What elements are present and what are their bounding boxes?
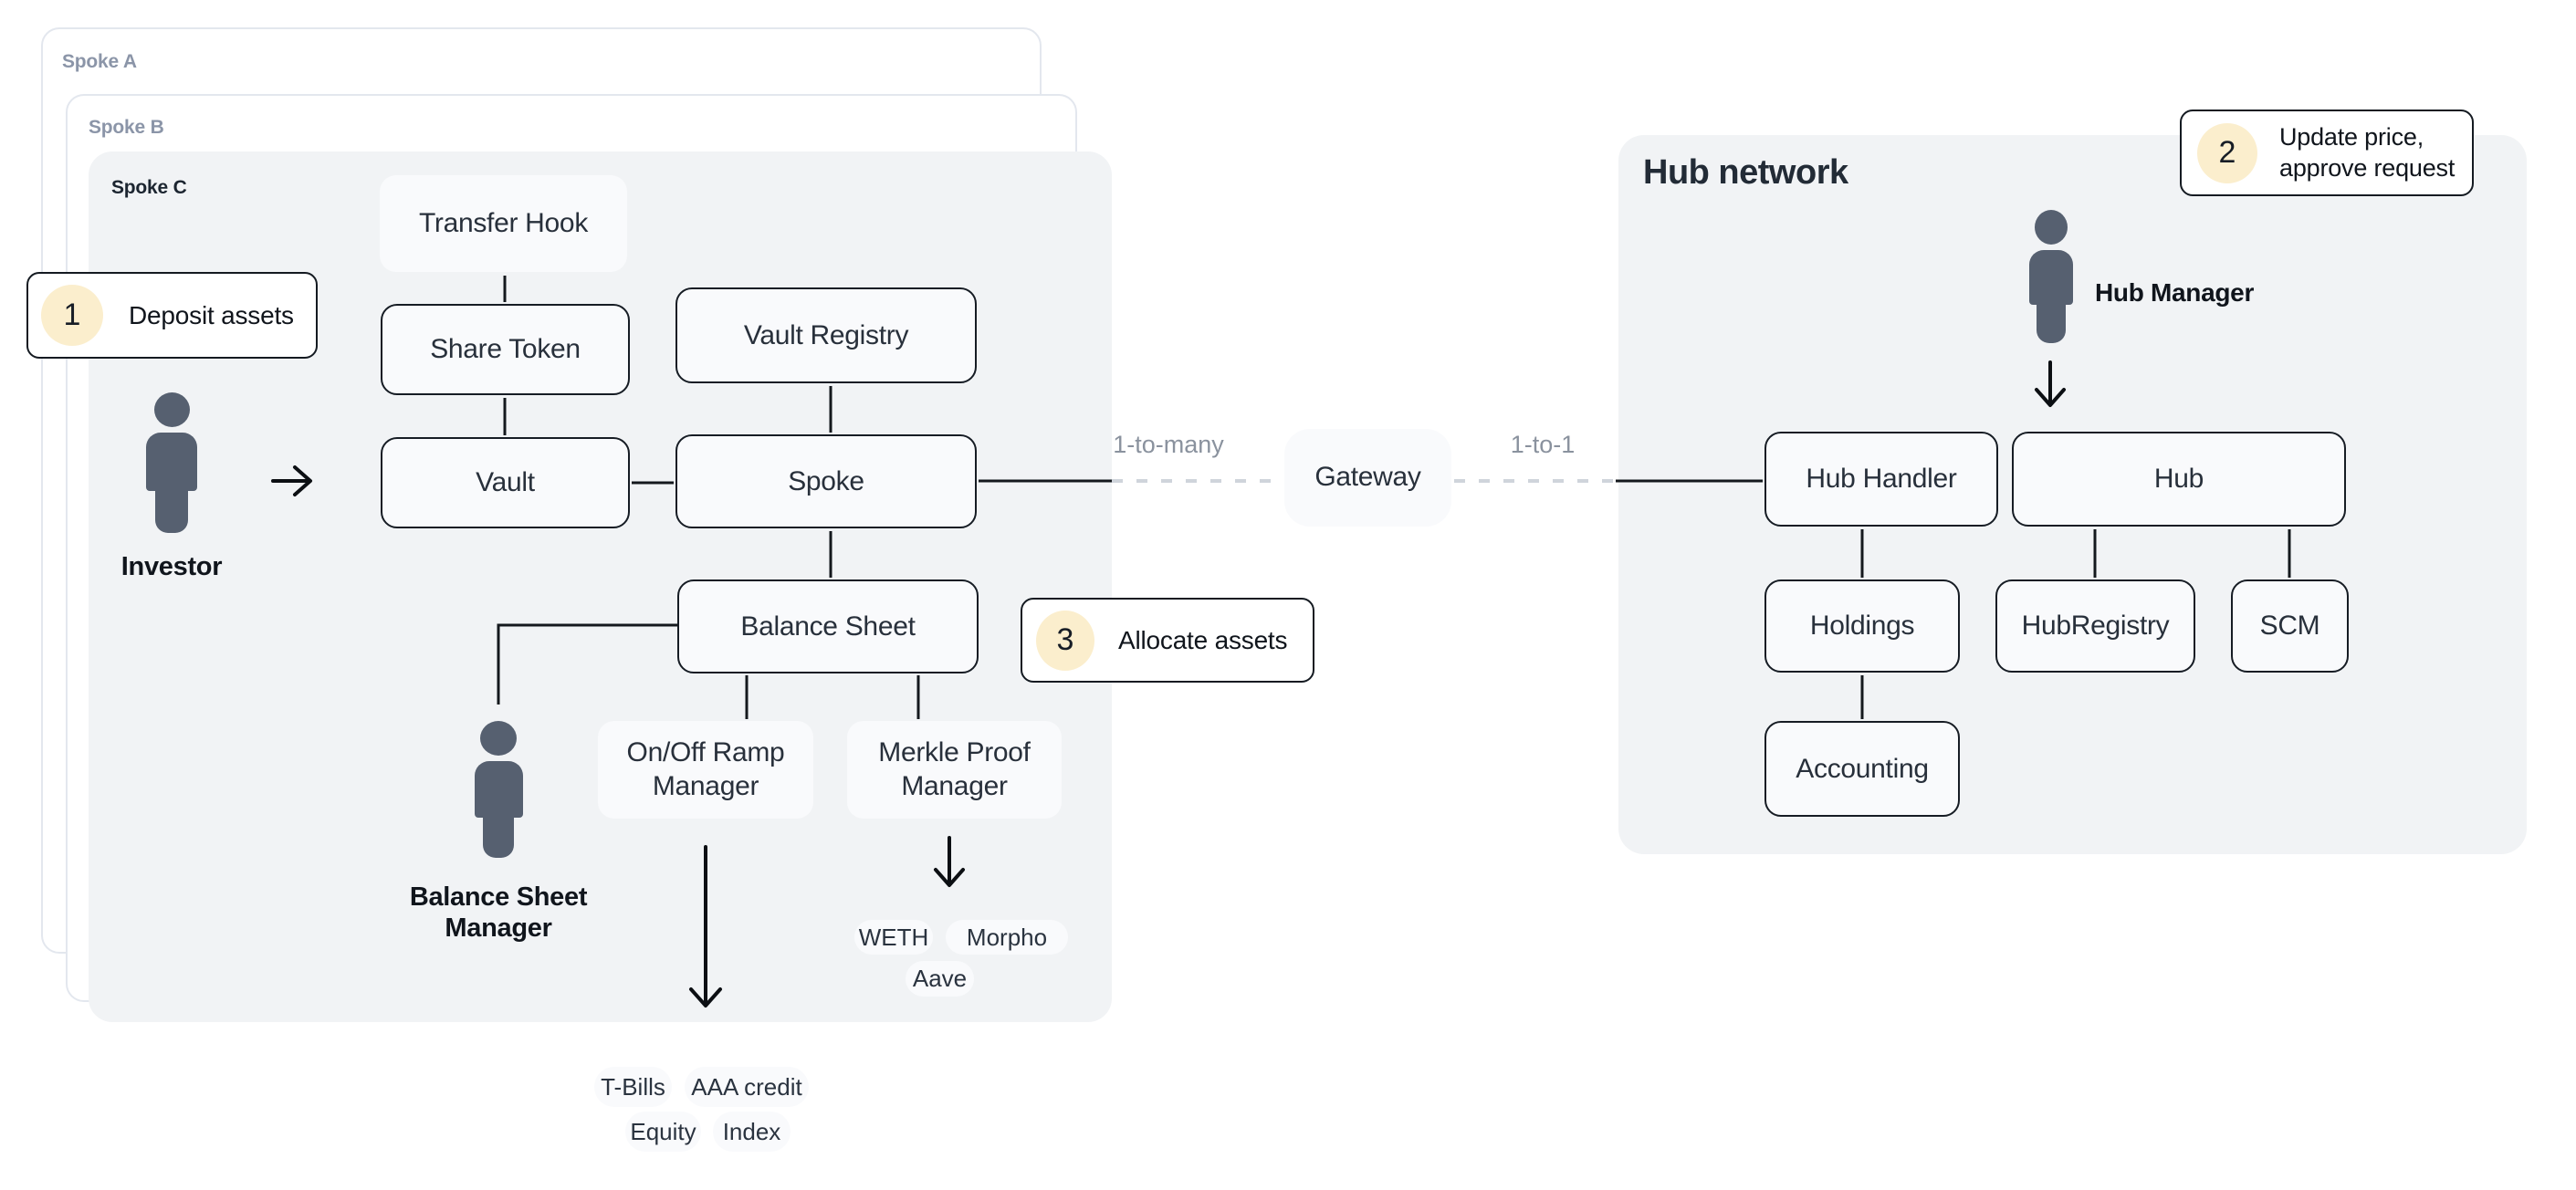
pill-aaa-credit: AAA credit — [685, 1067, 809, 1107]
node-holdings: Holdings — [1764, 579, 1960, 673]
node-hub-registry: HubRegistry — [1995, 579, 2195, 673]
bs-manager-label-line2: Manager — [445, 913, 552, 944]
hub-manager-head — [2035, 210, 2068, 245]
bs-manager-head — [480, 721, 517, 756]
investor-torso — [146, 433, 197, 491]
update-price-line2: approve request — [2279, 153, 2456, 182]
spoke-c-label: Spoke C — [111, 177, 187, 198]
edge-label-one-to-many: 1-to-many — [1113, 431, 1224, 458]
edge-label-one-to-one: 1-to-1 — [1510, 431, 1576, 458]
callout-allocate-assets: 3 Allocate assets — [1021, 598, 1314, 683]
node-gateway: Gateway — [1284, 429, 1451, 527]
merkle-line2: Manager — [901, 770, 1008, 801]
step-2-badge: 2 — [2197, 122, 2257, 183]
node-scm: SCM — [2231, 579, 2349, 673]
node-transfer-hook: Transfer Hook — [380, 175, 627, 272]
node-hub-handler: Hub Handler — [1764, 432, 1998, 527]
balance-sheet-manager-icon — [474, 721, 523, 858]
bs-manager-label-line1: Balance Sheet — [409, 882, 588, 912]
pill-morpho: Morpho — [946, 920, 1068, 955]
deposit-assets-text: Deposit assets — [129, 301, 294, 329]
spoke-b-label: Spoke B — [89, 117, 164, 138]
investor-head — [153, 392, 190, 427]
spoke-a-label: Spoke A — [62, 51, 137, 72]
investor-icon — [145, 392, 198, 533]
node-onoff-ramp-manager: On/Off Ramp Manager — [598, 721, 813, 819]
node-spoke: Spoke — [675, 434, 977, 528]
bs-manager-legs — [483, 818, 514, 858]
investor-legs — [155, 491, 188, 533]
hub-manager-label: Hub Manager — [2095, 278, 2255, 307]
pill-tbills: T-Bills — [594, 1067, 672, 1107]
callout-update-price: 2 Update price, approve request — [2180, 110, 2474, 196]
pill-equity: Equity — [625, 1112, 701, 1152]
node-vault-registry: Vault Registry — [675, 287, 977, 383]
node-balance-sheet: Balance Sheet — [677, 579, 979, 673]
step-3-badge: 3 — [1036, 610, 1094, 671]
pill-index: Index — [713, 1112, 791, 1152]
node-hub: Hub — [2012, 432, 2346, 527]
onoff-line2: Manager — [652, 770, 759, 801]
update-price-line1: Update price, — [2279, 122, 2424, 151]
bs-manager-torso — [474, 761, 523, 818]
hub-manager-legs — [2037, 305, 2066, 343]
investor-label: Investor — [120, 552, 223, 581]
node-accounting: Accounting — [1764, 721, 1960, 817]
callout-deposit-assets: 1 Deposit assets — [26, 272, 318, 359]
pill-aave: Aave — [906, 961, 974, 997]
merkle-line1: Merkle Proof — [878, 736, 1031, 767]
pill-weth: WETH — [854, 920, 933, 955]
balance-sheet-manager-label: Balance Sheet Manager — [409, 882, 588, 944]
hub-manager-torso — [2029, 250, 2073, 305]
onoff-line1: On/Off Ramp — [626, 736, 785, 767]
node-share-token: Share Token — [381, 304, 630, 395]
node-merkle-proof-manager: Merkle Proof Manager — [847, 721, 1062, 819]
step-1-badge: 1 — [41, 285, 103, 346]
hub-manager-icon — [2028, 210, 2074, 343]
hub-network-title: Hub network — [1643, 153, 1848, 192]
allocate-assets-text: Allocate assets — [1118, 626, 1288, 654]
update-price-text: Update price, approve request — [2279, 122, 2455, 184]
node-vault: Vault — [381, 437, 630, 528]
